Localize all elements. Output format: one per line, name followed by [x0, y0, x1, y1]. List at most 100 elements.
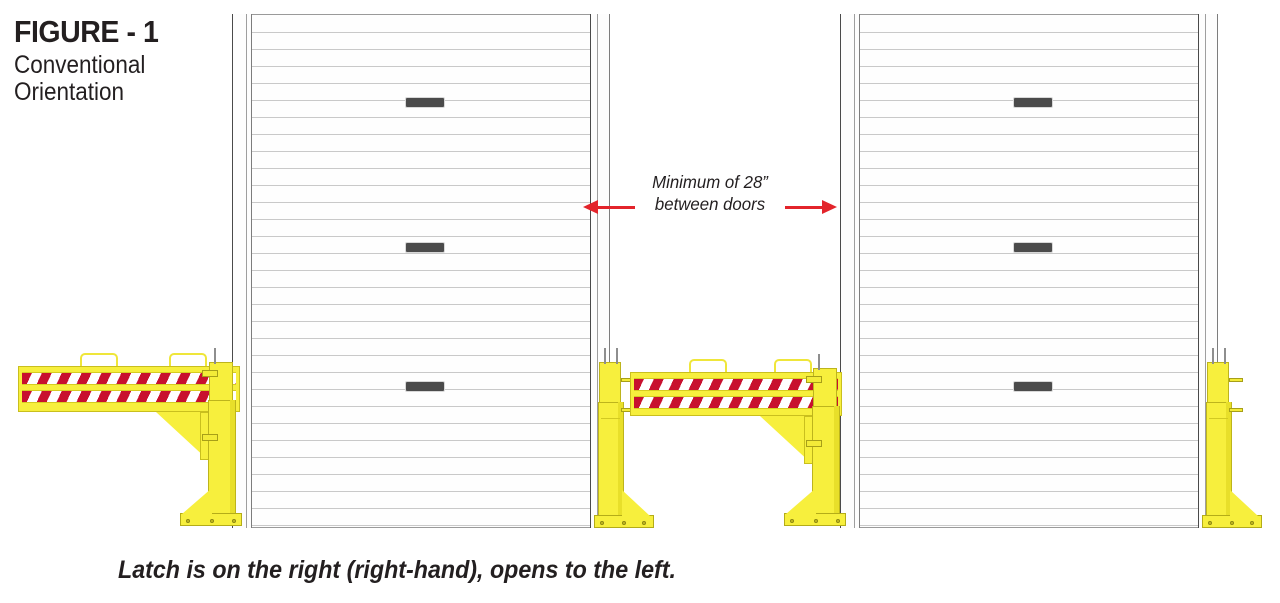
door-slat — [841, 270, 1217, 271]
figure-caption: Latch is on the right (right-hand), open… — [118, 556, 676, 584]
door-slat — [233, 151, 609, 152]
gate-hinge — [806, 440, 822, 447]
door-slat — [233, 236, 609, 237]
gate-gusset — [156, 412, 208, 460]
door-slat — [233, 219, 609, 220]
door-slat — [841, 355, 1217, 356]
dimension-text: Minimum of 28” between doors — [588, 172, 832, 216]
title-block: FIGURE - 1 Conventional Orientation — [14, 16, 224, 106]
anchor-bolt — [642, 521, 646, 525]
door-slat — [841, 219, 1217, 220]
door-slat — [233, 134, 609, 135]
door-slat — [841, 83, 1217, 84]
door-slat — [233, 338, 609, 339]
door-vision-panel — [405, 242, 445, 253]
door-slat — [233, 440, 609, 441]
anchor-bolt — [790, 519, 794, 523]
gate-base-gusset — [182, 488, 212, 514]
door-slat — [841, 491, 1217, 492]
door-vision-panel — [1013, 97, 1053, 108]
door-slat — [841, 457, 1217, 458]
door-slat — [233, 253, 609, 254]
door-slat — [841, 49, 1217, 50]
door-vision-panel — [1013, 381, 1053, 392]
anchor-bolt — [1208, 521, 1212, 525]
door-slat — [841, 440, 1217, 441]
gate-stripe-band — [634, 396, 838, 409]
anchor-bolt — [836, 519, 840, 523]
door-slat — [841, 236, 1217, 237]
post-shade — [618, 402, 623, 524]
door-slats — [233, 15, 609, 527]
gate-post-shade — [230, 400, 235, 522]
door-slat — [233, 525, 609, 526]
arrow-right-icon — [785, 200, 837, 214]
anchor-bolt — [232, 519, 236, 523]
beam-handle — [80, 353, 119, 368]
door-slat — [841, 117, 1217, 118]
door-slat — [841, 66, 1217, 67]
door-slat — [233, 423, 609, 424]
gate-guide-rod — [818, 354, 820, 370]
anchor-bolt — [600, 521, 604, 525]
post-base-gusset — [1230, 490, 1258, 516]
post-shade — [1226, 402, 1231, 524]
door-slat — [233, 168, 609, 169]
door-slat — [841, 372, 1217, 373]
door-slat — [841, 32, 1217, 33]
door-slat — [233, 117, 609, 118]
door-slat — [841, 151, 1217, 152]
door-slat — [841, 338, 1217, 339]
door-slat — [841, 474, 1217, 475]
gate-stripe-band — [22, 390, 236, 403]
door-slat — [841, 134, 1217, 135]
figure-subtitle-line-2: Orientation — [14, 78, 125, 106]
door-slat — [233, 32, 609, 33]
post-base-gusset — [622, 490, 650, 516]
guide-rod — [1212, 348, 1214, 364]
post-seam — [601, 418, 620, 419]
door-slat — [233, 185, 609, 186]
door-slat — [841, 406, 1217, 407]
door-slat — [233, 474, 609, 475]
door-vision-panel — [405, 381, 445, 392]
dimension-text-line-1: Minimum of 28” — [652, 172, 768, 192]
anchor-bolt — [210, 519, 214, 523]
track-inner-line — [246, 14, 247, 528]
door-vision-panel — [1013, 242, 1053, 253]
gate-gusset — [760, 416, 812, 464]
door-slat — [233, 270, 609, 271]
door-slat — [233, 66, 609, 67]
anchor-bolt — [1250, 521, 1254, 525]
door-slat — [841, 253, 1217, 254]
track-inner-line — [597, 14, 598, 528]
dimension-text-line-2: between doors — [654, 193, 766, 214]
gate-post-shade — [834, 406, 839, 522]
gate-hinge — [202, 434, 218, 441]
door-slat — [233, 202, 609, 203]
beam-handle — [774, 359, 813, 374]
anchor-bolt — [1230, 521, 1234, 525]
beam-handle — [168, 353, 207, 368]
gate-guide-rod — [214, 348, 216, 364]
gate-stripe-band — [634, 378, 838, 391]
track-inner-line — [1205, 14, 1206, 528]
guide-rod — [616, 348, 618, 364]
latch-pin — [1229, 378, 1243, 382]
door-slat — [233, 508, 609, 509]
door-slat — [841, 304, 1217, 305]
track-inner-line — [854, 14, 855, 528]
door-slat — [233, 321, 609, 322]
door-slat — [841, 202, 1217, 203]
latch-pin — [1229, 408, 1243, 412]
door-slat — [233, 287, 609, 288]
gate-stripe-band — [22, 372, 236, 385]
door-slat — [841, 508, 1217, 509]
door-slat — [233, 457, 609, 458]
gate-hinge — [806, 376, 822, 383]
dimension-annotation: Minimum of 28” between doors — [583, 172, 837, 230]
door-track-left — [840, 14, 860, 528]
gate-hinge — [202, 370, 218, 377]
